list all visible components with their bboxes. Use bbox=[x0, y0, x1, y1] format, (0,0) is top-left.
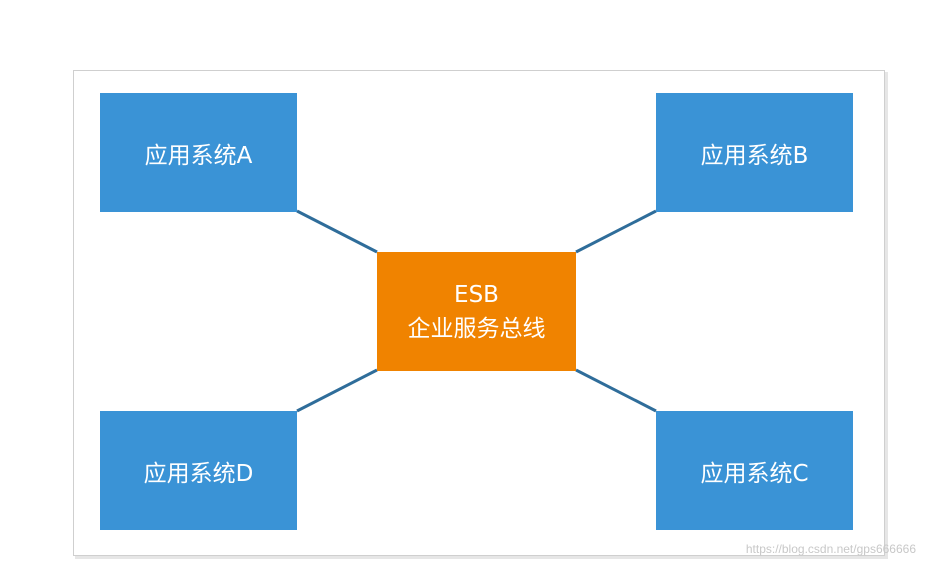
system-node-b-label: 应用系统B bbox=[700, 142, 809, 169]
watermark: https://blog.csdn.net/gps666666 bbox=[745, 542, 916, 556]
system-node-d-label: 应用系统D bbox=[143, 460, 254, 487]
connector-esb-d bbox=[296, 368, 378, 413]
frame-shadow-right bbox=[885, 72, 888, 558]
connector-esb-c bbox=[575, 368, 657, 413]
connector-esb-b bbox=[575, 209, 657, 254]
connector-esb-a bbox=[296, 209, 378, 254]
system-node-b: 应用系统B bbox=[656, 93, 853, 212]
esb-hub-title: ESB bbox=[454, 281, 499, 308]
esb-hub-subtitle: 企业服务总线 bbox=[407, 315, 546, 342]
system-node-c: 应用系统C bbox=[656, 411, 853, 530]
frame-shadow-bottom bbox=[75, 556, 888, 559]
esb-hub-node: ESB 企业服务总线 bbox=[377, 252, 576, 371]
system-node-c-label: 应用系统C bbox=[700, 460, 809, 487]
system-node-a-label: 应用系统A bbox=[144, 142, 253, 169]
system-node-d: 应用系统D bbox=[100, 411, 297, 530]
system-node-a: 应用系统A bbox=[100, 93, 297, 212]
